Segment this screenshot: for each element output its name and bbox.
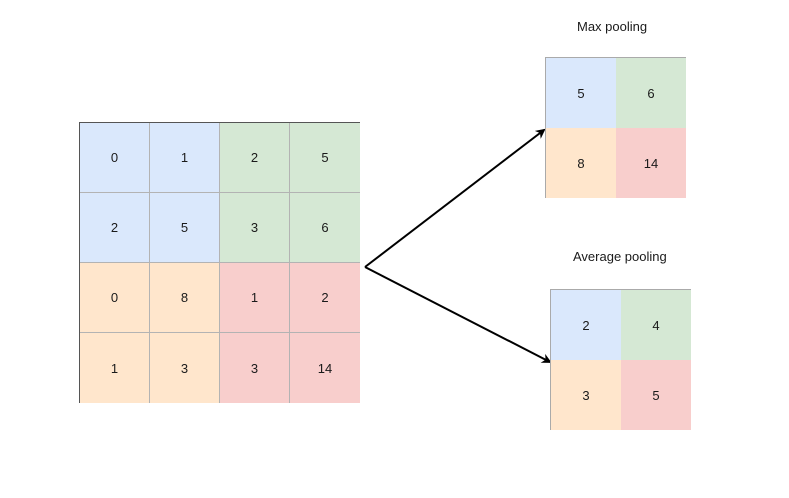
max-cell-r0c1: 6: [616, 58, 686, 128]
arrow-to-max-pooling: [364, 128, 546, 268]
avg-cell-r1c1: 5: [621, 360, 691, 430]
input-cell-r1c0: 2: [80, 193, 150, 263]
input-cell-r0c0: 0: [80, 123, 150, 193]
input-cell-r2c2: 1: [220, 263, 290, 333]
input-cell-r0c3: 5: [290, 123, 360, 193]
input-cell-r3c1: 3: [150, 333, 220, 403]
input-cell-r0c1: 1: [150, 123, 220, 193]
max-pooling-matrix: 5 6 8 14: [545, 57, 686, 198]
avg-cell-r0c1: 4: [621, 290, 691, 360]
input-cell-r1c1: 5: [150, 193, 220, 263]
input-cell-r3c3: 14: [290, 333, 360, 403]
arrow-to-average-pooling: [364, 266, 552, 363]
max-cell-r1c1: 14: [616, 128, 686, 198]
input-cell-r0c2: 2: [220, 123, 290, 193]
max-cell-r1c0: 8: [546, 128, 616, 198]
input-matrix: 0 1 2 5 2 5 3 6 0 8 1 2 1 3 3 14: [79, 122, 360, 403]
input-cell-r2c0: 0: [80, 263, 150, 333]
input-cell-r2c3: 2: [290, 263, 360, 333]
avg-cell-r0c0: 2: [551, 290, 621, 360]
input-cell-r2c1: 8: [150, 263, 220, 333]
max-cell-r0c0: 5: [546, 58, 616, 128]
input-cell-r3c2: 3: [220, 333, 290, 403]
input-cell-r1c2: 3: [220, 193, 290, 263]
average-pooling-matrix: 2 4 3 5: [550, 289, 691, 430]
average-pooling-title: Average pooling: [573, 249, 667, 264]
input-cell-r3c0: 1: [80, 333, 150, 403]
avg-cell-r1c0: 3: [551, 360, 621, 430]
max-pooling-title: Max pooling: [577, 19, 648, 34]
input-cell-r1c3: 6: [290, 193, 360, 263]
